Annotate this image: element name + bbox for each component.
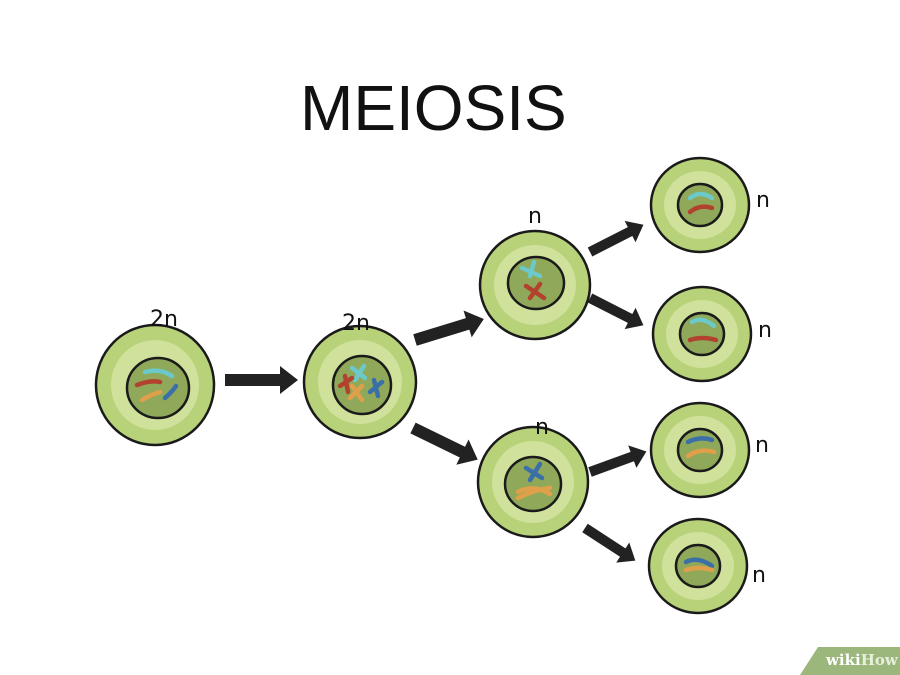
ploidy-label: n [755, 433, 769, 458]
diagram-title: MEIOSIS [300, 72, 567, 144]
arrow-4 [587, 220, 644, 257]
arrow-1 [225, 366, 298, 394]
cell-gamete-2: n [651, 285, 772, 383]
ploidy-label: n [528, 204, 542, 229]
ploidy-label: n [535, 415, 549, 440]
cell-gamete-4: n [647, 517, 766, 615]
arrow-7 [582, 523, 636, 563]
ploidy-label: n [758, 318, 772, 343]
ploidy-label: n [756, 188, 770, 213]
arrow-2 [413, 310, 484, 346]
arrow-6 [588, 445, 647, 477]
cell-gamete-3: n [649, 401, 769, 499]
ploidy-label: 2n [150, 307, 178, 332]
cell-meiosis1-top: n [478, 204, 592, 341]
logo-wiki: wiki [826, 651, 861, 669]
arrow-5 [587, 293, 644, 330]
cell-replicated: 2n [302, 311, 418, 440]
arrows [225, 220, 647, 563]
ploidy-label: n [752, 563, 766, 588]
arrow-3 [410, 422, 478, 465]
cell-gamete-1: n [649, 156, 770, 254]
logo-how: How [860, 651, 898, 669]
ploidy-label: 2n [342, 311, 370, 336]
cell-meiosis1-bottom: n [476, 415, 590, 539]
cell-parent: 2n [94, 307, 216, 447]
wikihow-logo: wikiHow [800, 647, 900, 675]
